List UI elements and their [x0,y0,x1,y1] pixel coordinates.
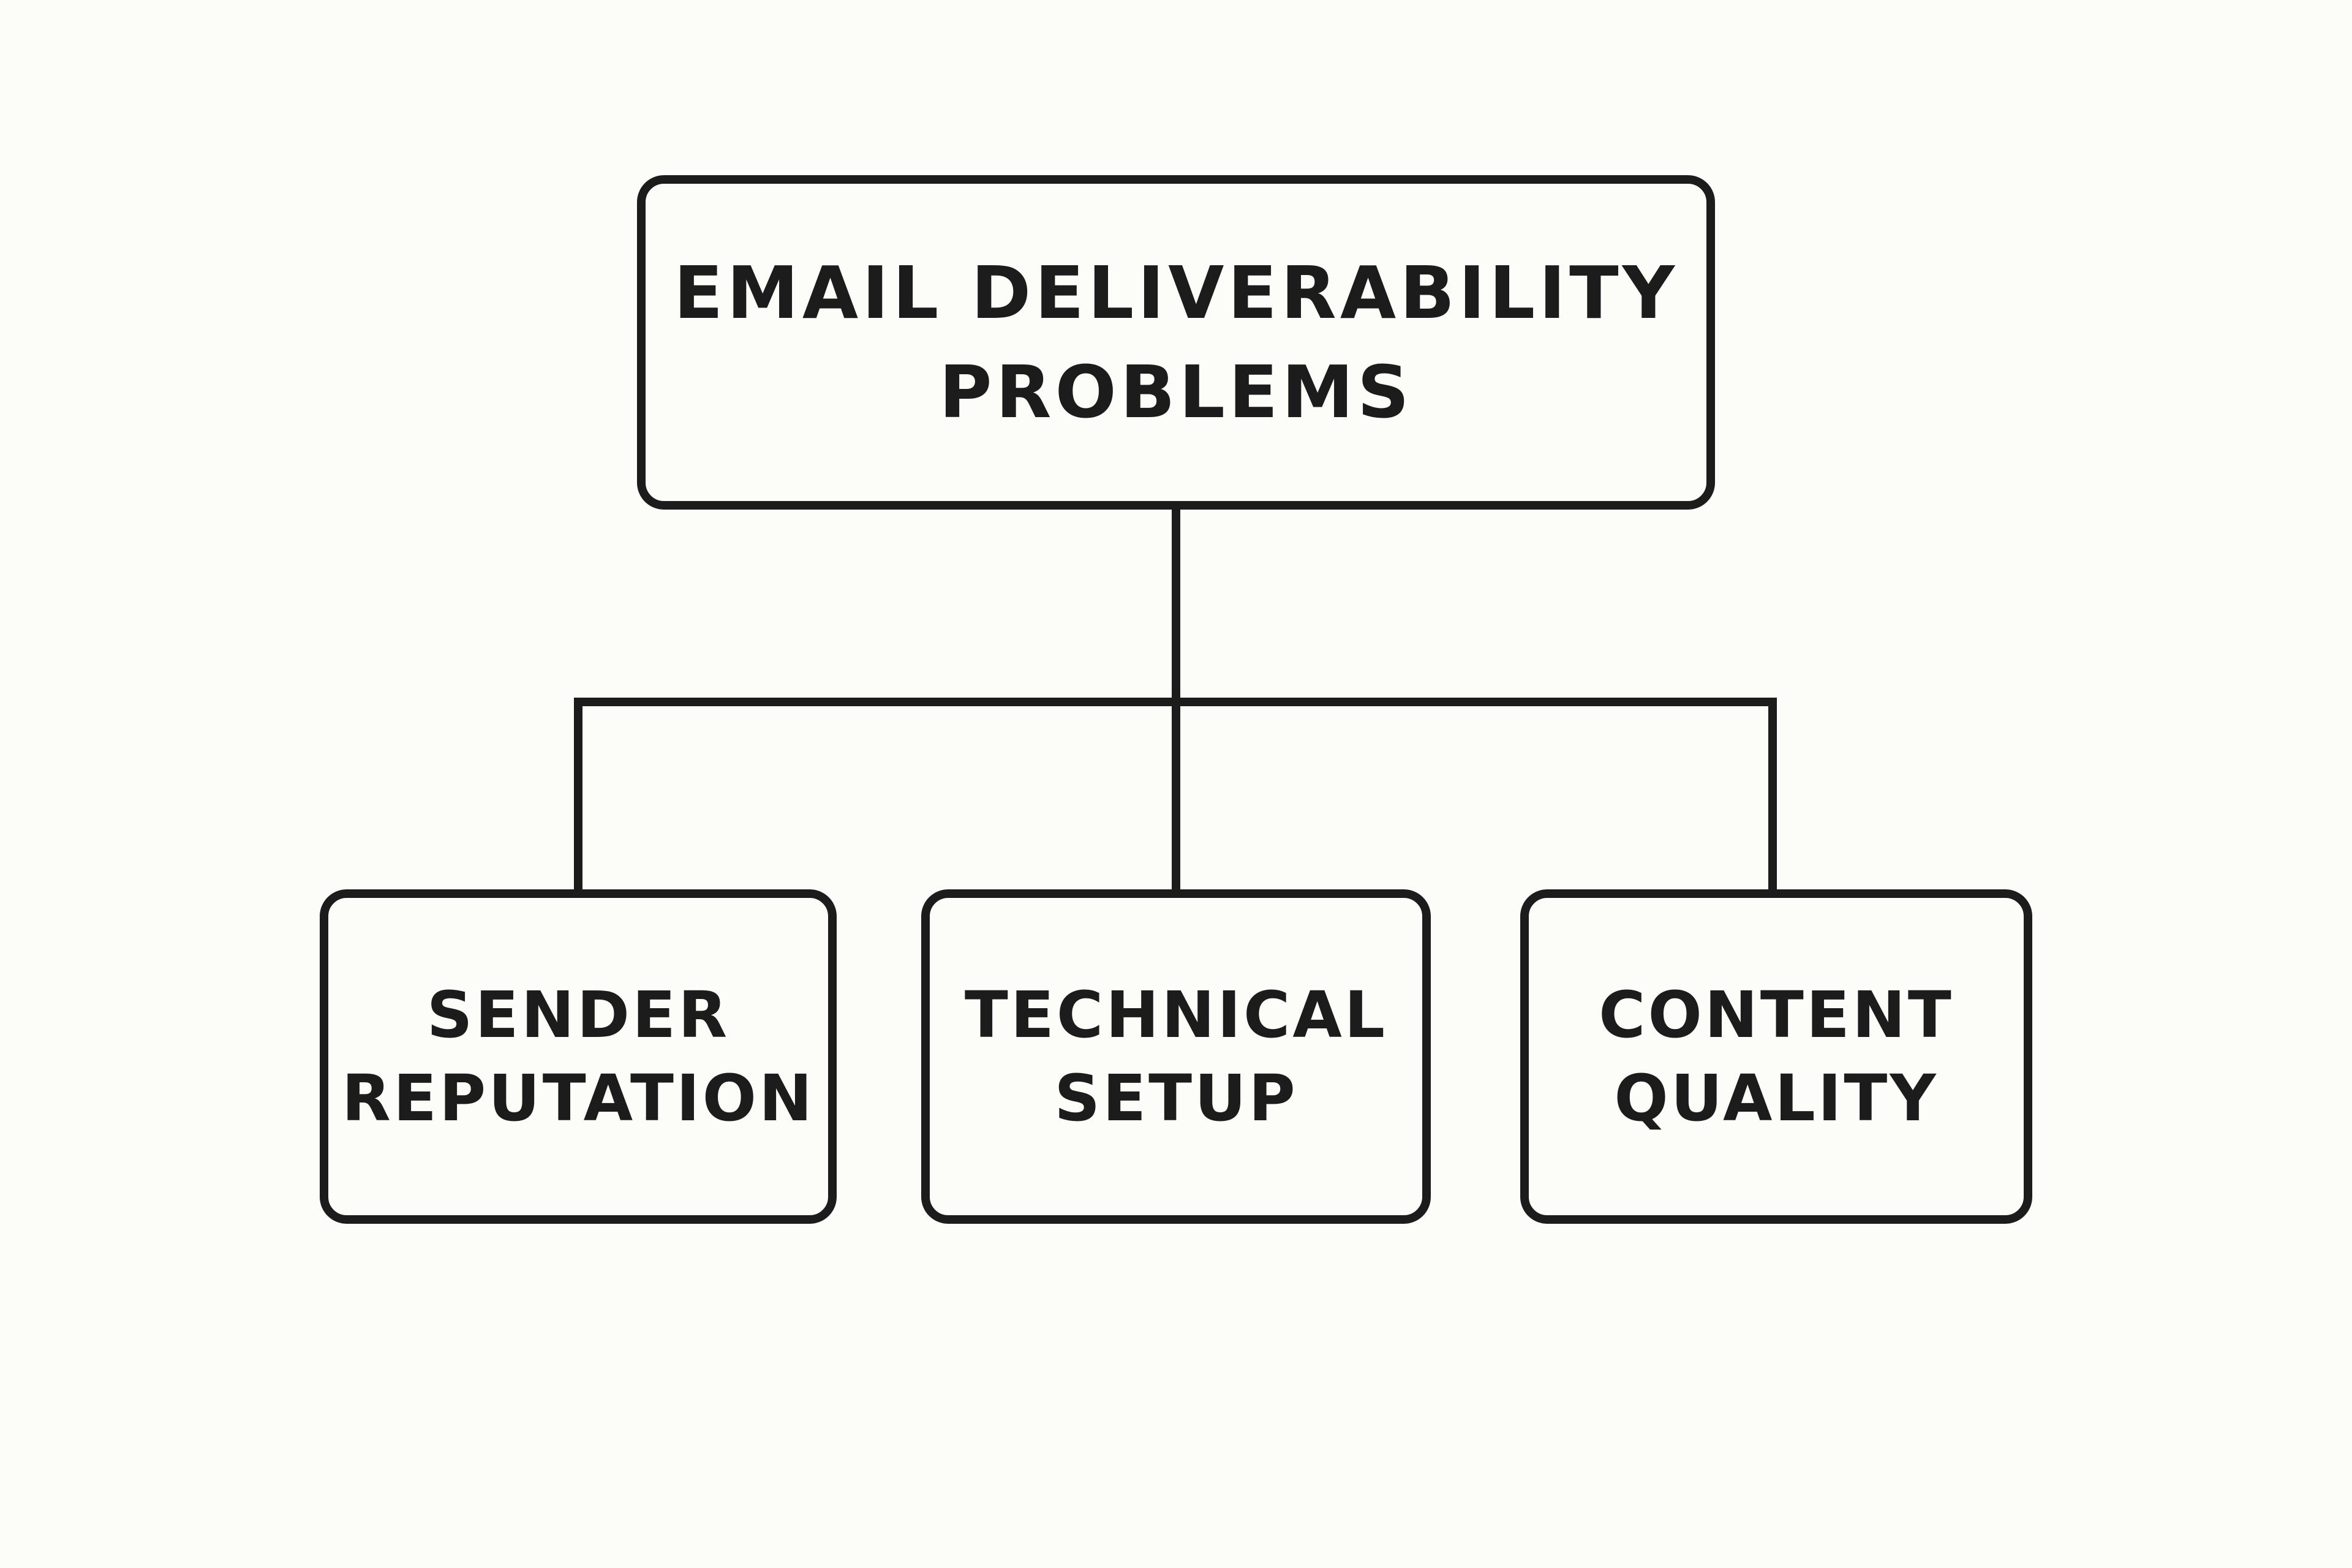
root-node-email-deliverability-problems: EMAIL DELIVERABILITY PROBLEMS [637,175,1715,510]
child-node-label-line-1: TECHNICAL [964,978,1388,1052]
child-node-sender-reputation: SENDER REPUTATION [320,889,837,1224]
root-node-label-line-1: EMAIL DELIVERABILITY [673,251,1679,335]
child-node-label-line-2: SETUP [1054,1061,1298,1136]
child-node-content-quality: CONTENT QUALITY [1520,889,2032,1224]
child-node-label-line-1: SENDER [426,978,730,1052]
root-node-label-line-2: PROBLEMS [939,350,1413,434]
child-node-label-line-2: REPUTATION [341,1061,815,1136]
child-node-label-line-2: QUALITY [1614,1061,1939,1136]
child-node-technical-setup: TECHNICAL SETUP [921,889,1431,1224]
child-node-label-line-1: CONTENT [1599,978,1954,1052]
